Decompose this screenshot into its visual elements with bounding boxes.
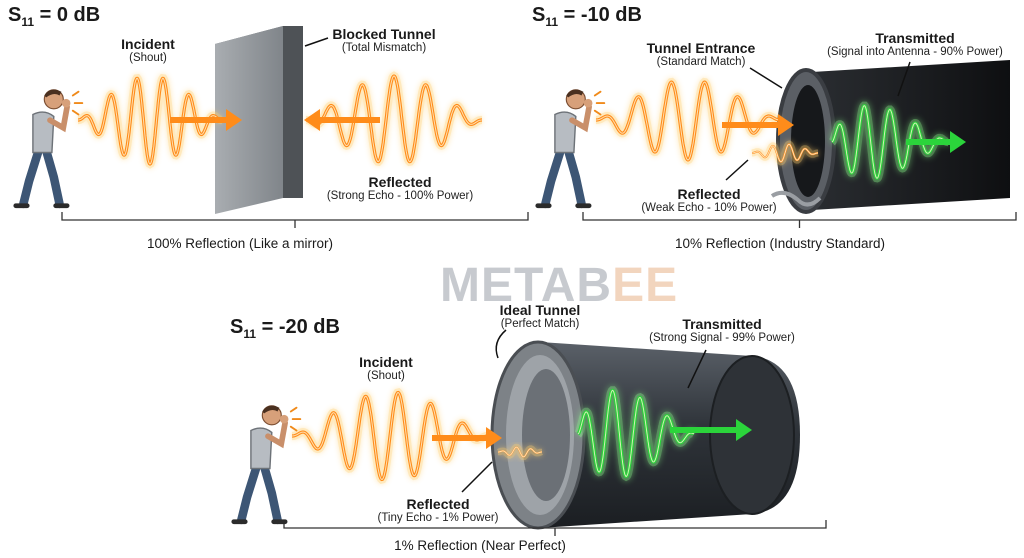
panel-2-transmitted-label: Transmitted (Signal into Antenna - 90% P… — [827, 30, 1003, 59]
caption-bracket — [61, 212, 529, 228]
panel-3-caption: 1% Reflection (Near Perfect) — [394, 538, 566, 553]
concrete-wall-icon — [215, 26, 303, 214]
panel-3-transmitted-label: Transmitted (Strong Signal - 99% Power) — [649, 316, 795, 345]
transmitted-pointer — [897, 61, 911, 97]
reflected-arrow-icon — [304, 109, 380, 131]
panel-2-caption: 10% Reflection (Industry Standard) — [674, 236, 886, 251]
incident-wave — [77, 73, 223, 169]
panel-1-reflected-label: Reflected (Strong Echo - 100% Power) — [326, 174, 474, 203]
panel-1-heading: S11 = 0 dB — [8, 4, 101, 29]
panel-1-incident-label: Incident (Shout) — [121, 36, 175, 65]
transmitted-arrow-icon — [906, 131, 966, 153]
panel-3-heading: S11 = -20 dB — [230, 316, 340, 341]
reflected-wave — [497, 443, 543, 461]
watermark-accent: EE — [612, 259, 679, 312]
tunnel-pipe-icon — [770, 60, 1010, 214]
panel-3-tunnel-label: Ideal Tunnel (Perfect Match) — [499, 302, 581, 331]
incident-arrow-icon — [170, 109, 242, 131]
reflected-wave — [751, 140, 819, 166]
transmitted-arrow-icon — [670, 419, 752, 441]
barrier-pointer — [304, 37, 329, 47]
panel-3 — [231, 329, 827, 536]
caption-bracket — [582, 212, 1017, 228]
person-shouting-icon — [13, 89, 84, 209]
panel-2-entrance-label: Tunnel Entrance (Standard Match) — [646, 40, 756, 69]
reflected-pointer — [461, 461, 493, 493]
incident-arrow-icon — [722, 114, 794, 136]
transmitted-wave — [829, 101, 950, 183]
transmitted-pointer — [687, 349, 707, 389]
reflected-pointer — [725, 159, 749, 181]
panel-3-incident-label: Incident (Shout) — [359, 354, 413, 383]
panel-2-reflected-label: Reflected (Weak Echo - 10% Power) — [641, 186, 777, 215]
person-shouting-icon — [535, 89, 606, 209]
watermark-logo: METABEE — [440, 258, 678, 313]
panel-1 — [13, 26, 529, 228]
reflected-wave — [305, 71, 483, 167]
panel-2-heading: S11 = -10 dB — [532, 4, 642, 29]
panel-2 — [535, 60, 1017, 228]
person-shouting-icon — [231, 405, 302, 525]
panel-3-reflected-label: Reflected (Tiny Echo - 1% Power) — [377, 496, 499, 525]
panel-1-caption: 100% Reflection (Like a mirror) — [146, 236, 334, 251]
entrance-pointer — [749, 67, 783, 89]
panel-1-barrier-label: Blocked Tunnel (Total Mismatch) — [332, 26, 436, 55]
incident-arrow-icon — [432, 427, 502, 449]
tunnel-pointer — [495, 329, 507, 359]
watermark-main: METAB — [440, 259, 613, 312]
